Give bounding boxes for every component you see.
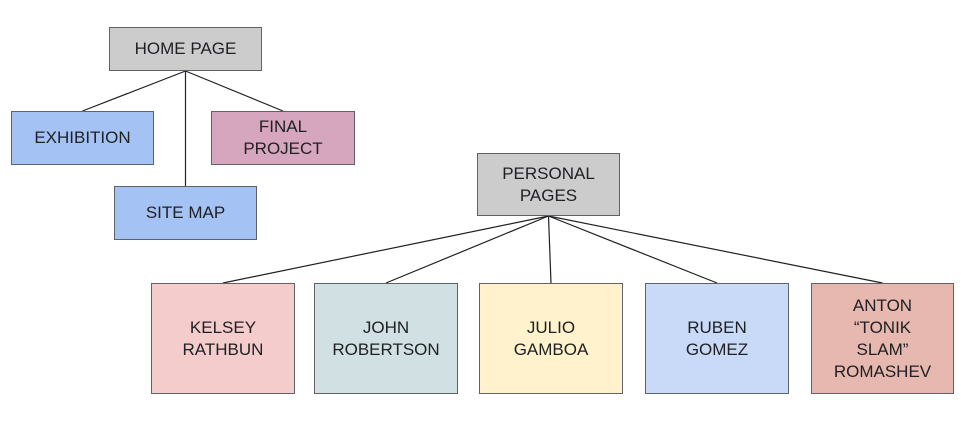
node-julio-gamboa: JULIO GAMBOA xyxy=(479,283,623,394)
node-home-page-label: HOME PAGE xyxy=(134,39,237,58)
node-anton-romashev: ANTON “TONIK SLAM” ROMASHEV xyxy=(811,283,954,394)
node-personal-pages: PERSONAL PAGES xyxy=(477,153,620,216)
connector-personal_pages-to-julio_gamboa xyxy=(547,215,552,284)
node-final-project-label: FINAL PROJECT xyxy=(243,117,323,158)
node-personal-pages-label: PERSONAL PAGES xyxy=(502,163,595,205)
node-site-map-label: SITE MAP xyxy=(145,203,226,222)
node-ruben-gomez-label: RUBEN GOMEZ xyxy=(685,317,749,359)
node-john-robertson-label: JOHN ROBERTSON xyxy=(332,317,440,359)
node-john-robertson: JOHN ROBERTSON xyxy=(314,283,458,394)
node-exhibition: EXHIBITION xyxy=(11,111,154,165)
node-home-page: HOME PAGE xyxy=(109,27,262,71)
connector-personal_pages-to-ruben_gomez xyxy=(548,215,718,284)
connector-personal_pages-to-kelsey_rathbun xyxy=(222,215,549,284)
connector-home_page-to-exhibition xyxy=(82,70,186,112)
node-kelsey-rathbun-label: KELSEY RATHBUN xyxy=(182,317,264,359)
connector-personal_pages-to-anton_romashev xyxy=(548,215,883,284)
node-site-map: SITE MAP xyxy=(114,186,257,240)
node-kelsey-rathbun: KELSEY RATHBUN xyxy=(151,283,295,394)
node-exhibition-label: EXHIBITION xyxy=(34,128,131,147)
node-julio-gamboa-label: JULIO GAMBOA xyxy=(513,317,589,359)
node-final-project: FINAL PROJECT xyxy=(211,111,355,165)
node-anton-romashev-label: ANTON “TONIK SLAM” ROMASHEV xyxy=(833,295,932,381)
connector-home_page-to-final_project xyxy=(185,70,284,112)
node-ruben-gomez: RUBEN GOMEZ xyxy=(645,283,789,394)
connector-personal_pages-to-john_robertson xyxy=(385,215,549,284)
